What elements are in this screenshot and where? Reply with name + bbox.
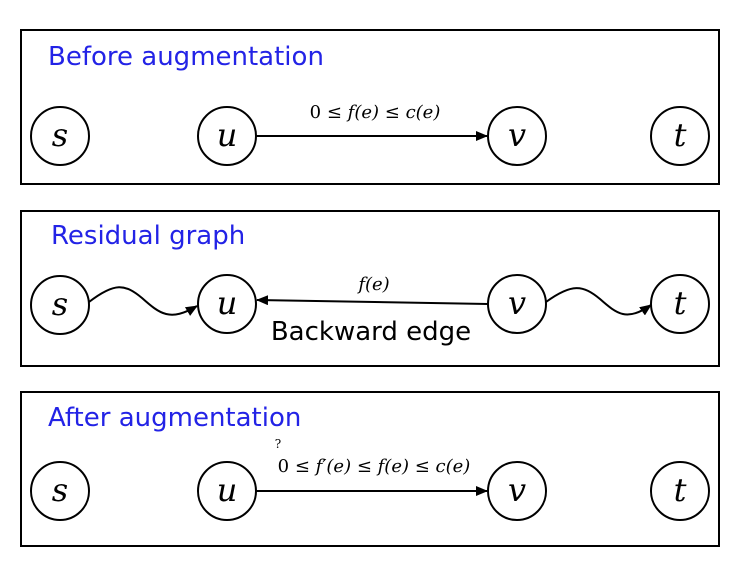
node-s-label: s bbox=[52, 471, 68, 509]
path-v-to-t bbox=[545, 287, 652, 316]
node-u-label: u bbox=[217, 284, 238, 322]
node-s bbox=[30, 461, 90, 521]
edge-label-part: ≤ bbox=[357, 456, 372, 477]
node-s bbox=[30, 275, 90, 335]
edge-label-part: c(e) bbox=[430, 456, 471, 477]
node-t-label: t bbox=[674, 116, 687, 154]
node-v bbox=[487, 106, 547, 166]
panel-frame bbox=[20, 391, 720, 547]
panel-frame bbox=[20, 29, 720, 185]
node-v-label: v bbox=[508, 471, 526, 509]
node-t bbox=[650, 274, 710, 334]
node-s-label: s bbox=[52, 116, 68, 154]
panel-title: Residual graph bbox=[51, 221, 245, 251]
node-t bbox=[650, 461, 710, 521]
edge-v-to-u-backward bbox=[256, 295, 489, 306]
node-t bbox=[650, 106, 710, 166]
edge-label-part: ≤ bbox=[327, 102, 342, 123]
edge-label-part: f(e) bbox=[342, 102, 385, 123]
edge-label-new-flow-bounds: 0 ≤ f′(e) ≤ f(e) ≤ c(e) bbox=[278, 456, 471, 477]
panel-title: Before augmentation bbox=[48, 42, 324, 72]
edge-label-part: f′(e) bbox=[310, 456, 357, 477]
panel-before-augmentation: Before augmentation s u v t 0 ≤ f(e) ≤ c… bbox=[20, 29, 720, 185]
edge-label-part: f(e) bbox=[356, 274, 389, 295]
panel-residual-graph: Residual graph s u v t f(e) Backward edg… bbox=[20, 210, 720, 367]
node-u bbox=[197, 274, 257, 334]
node-s bbox=[30, 106, 90, 166]
edge-label-part: 0 bbox=[310, 102, 327, 123]
panel-after-augmentation: After augmentation s u v t ? 0 ≤ f′(e) ≤… bbox=[20, 391, 720, 547]
edge-label-flow-bounds: 0 ≤ f(e) ≤ c(e) bbox=[310, 102, 441, 123]
node-u-label: u bbox=[217, 471, 238, 509]
panel-frame bbox=[20, 210, 720, 367]
node-v-label: v bbox=[508, 284, 526, 322]
backward-edge-annotation: Backward edge bbox=[271, 317, 471, 347]
edge-label-part: f(e) bbox=[372, 456, 415, 477]
node-v-label: v bbox=[508, 116, 526, 154]
edge-label-part: 0 bbox=[278, 456, 295, 477]
node-v bbox=[487, 461, 547, 521]
node-t-label: t bbox=[674, 284, 687, 322]
panel-title: After augmentation bbox=[48, 403, 301, 433]
path-s-to-u bbox=[88, 286, 198, 316]
node-s-label: s bbox=[52, 285, 68, 323]
edge-label-part: ≤ bbox=[385, 102, 400, 123]
node-u-label: u bbox=[217, 116, 238, 154]
edge-label-residual-capacity: f(e) bbox=[356, 274, 389, 295]
node-t-label: t bbox=[674, 471, 687, 509]
edge-label-part: ≤ bbox=[295, 456, 310, 477]
edge-label-part: ≤ bbox=[415, 456, 430, 477]
edge-label-part: c(e) bbox=[400, 102, 441, 123]
question-mark: ? bbox=[275, 437, 281, 451]
